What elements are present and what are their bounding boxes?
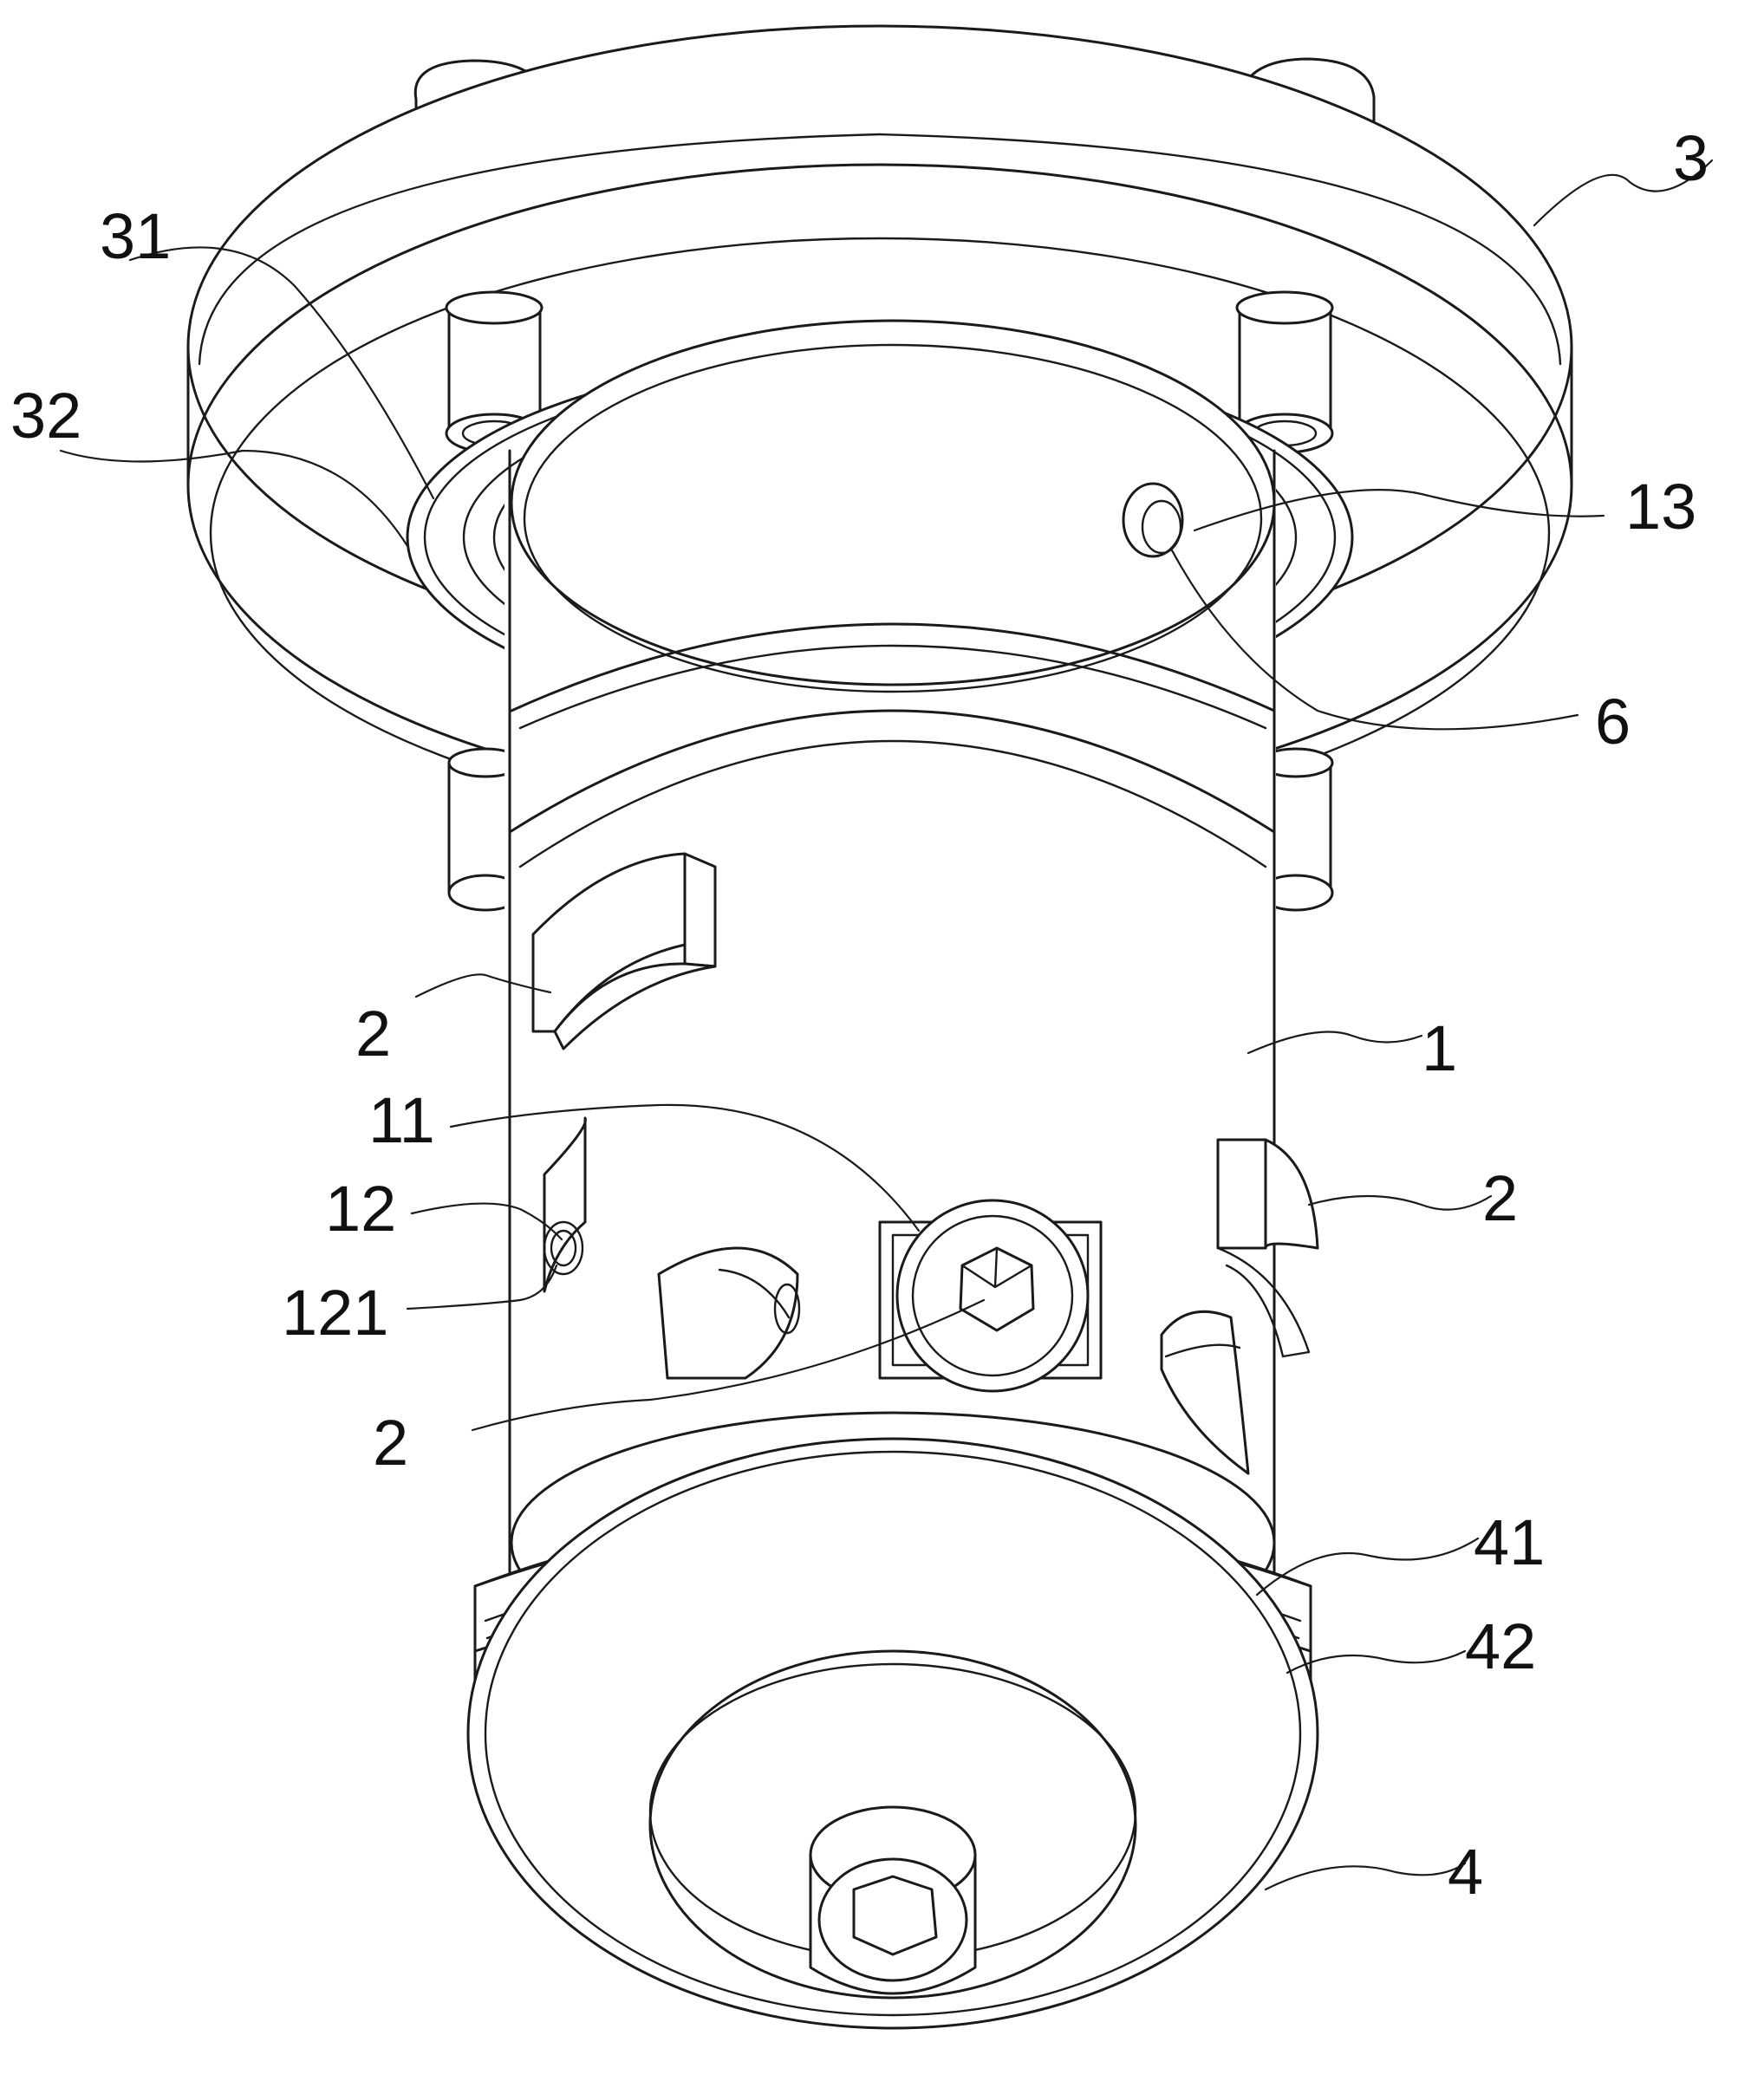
label-13: 13 (1625, 471, 1696, 543)
chip-pockets (543, 1116, 1250, 1475)
main-body (504, 319, 1276, 1579)
guide-wheel (466, 1411, 1319, 2030)
top-pin-hole (1122, 482, 1184, 558)
cutter-insert-upper-left (531, 852, 717, 1050)
label-121: 121 (282, 1277, 388, 1349)
label-1: 1 (1422, 1012, 1457, 1084)
label-11: 11 (368, 1084, 435, 1156)
label-12: 12 (325, 1173, 396, 1245)
label-3: 3 (1673, 122, 1709, 194)
label-6: 6 (1595, 686, 1631, 758)
label-41: 41 (1474, 1506, 1545, 1578)
label-2-lower: 2 (373, 1407, 408, 1479)
leader-lines (59, 159, 1714, 1891)
label-2-right: 2 (1482, 1162, 1518, 1234)
label-31: 31 (100, 200, 171, 272)
reference-numerals: 3 31 32 13 6 2 1 11 2 12 121 2 41 42 4 (10, 122, 1709, 1908)
label-32: 32 (10, 380, 81, 452)
pin-upper-right (1235, 290, 1334, 454)
center-screw (895, 1199, 1090, 1393)
label-2-upper: 2 (355, 998, 391, 1070)
label-4: 4 (1448, 1836, 1483, 1908)
bottom-cap-screw (809, 1805, 977, 1995)
cutter-insert-right (1216, 1138, 1319, 1358)
label-42: 42 (1465, 1610, 1536, 1682)
